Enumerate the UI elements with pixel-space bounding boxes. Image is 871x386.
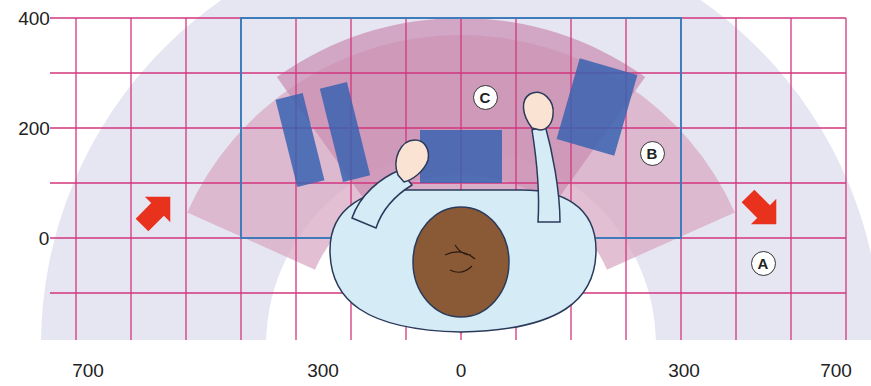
- axis-value: 0: [456, 361, 467, 380]
- axis-value: 700: [820, 361, 852, 380]
- document: [420, 130, 502, 183]
- arrow: [129, 184, 183, 238]
- document: [276, 93, 325, 187]
- documents: [276, 58, 638, 187]
- right-hand: [523, 92, 553, 130]
- axis-value: 700: [72, 361, 104, 380]
- head: [413, 207, 509, 317]
- grid-line: [130, 18, 131, 340]
- grid-line: [790, 18, 791, 340]
- callout-letter: B: [647, 146, 658, 161]
- right-arm: [532, 125, 560, 222]
- grid-line: [50, 127, 846, 128]
- grid-line: [75, 18, 76, 340]
- left-hand: [396, 140, 428, 182]
- direction-arrows: [129, 183, 789, 237]
- axis-value: 300: [307, 361, 339, 380]
- document: [320, 82, 370, 182]
- maximum-reach-zone: [41, 0, 871, 340]
- grid-line: [735, 18, 736, 340]
- reach-zones: [41, 0, 871, 340]
- arrow: [735, 183, 789, 237]
- callout-circle: B: [640, 141, 665, 166]
- callout-letter: C: [480, 90, 491, 105]
- axis-value: 400: [18, 9, 50, 28]
- axis-value: 200: [18, 119, 50, 138]
- callout-circle: C: [473, 85, 498, 110]
- callout-letter: A: [758, 256, 769, 271]
- document: [557, 58, 638, 155]
- callout-circle: A: [751, 251, 776, 276]
- grid-line: [625, 18, 626, 340]
- axis-value: 0: [39, 229, 50, 248]
- grid-line: [845, 18, 846, 340]
- hair-whorl: [445, 245, 475, 272]
- worker-figure: [330, 92, 596, 332]
- grid-line: [185, 18, 186, 340]
- grid-line: [50, 72, 846, 73]
- grid: [50, 18, 846, 340]
- axis-value: 300: [668, 361, 700, 380]
